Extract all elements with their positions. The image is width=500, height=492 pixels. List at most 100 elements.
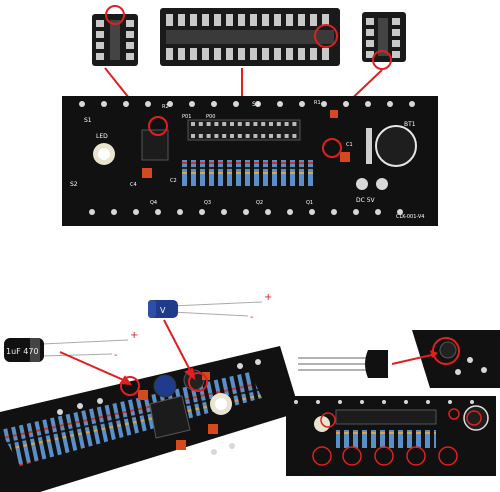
pcb-hole [255, 101, 261, 107]
socket-pin [245, 122, 250, 126]
label-c1: C1 [346, 142, 353, 148]
pcb-hole [316, 400, 320, 404]
label-s3: S3 [252, 101, 260, 108]
socket-pin [310, 14, 317, 26]
pcb-hole [155, 209, 161, 215]
pcb-hole [387, 101, 393, 107]
label-p00: P00 [206, 114, 215, 120]
pcb-hole [221, 209, 227, 215]
socket-pin [222, 122, 227, 126]
pcb-hole [343, 101, 349, 107]
socket-pin [238, 48, 245, 60]
pcb-board-angled [0, 346, 300, 492]
svg-text:+: + [264, 292, 272, 303]
pcb-hole [199, 209, 205, 215]
socket-pin [226, 48, 233, 60]
socket-pin [166, 14, 173, 26]
socket-pin [298, 48, 305, 60]
pointer-arrows-bottom-left [59, 319, 196, 386]
pcb-hole [177, 209, 183, 215]
socket-pin [191, 134, 195, 138]
socket-pin [222, 134, 227, 138]
pcb-hole [409, 101, 415, 107]
dip8-socket-right [362, 12, 406, 70]
pcb-hole [265, 209, 271, 215]
socket-pin [253, 122, 258, 126]
pcb-hole [397, 209, 403, 215]
socket-pin [198, 122, 203, 126]
pcb-hole [375, 209, 381, 215]
socket-pin [276, 122, 281, 126]
socket-pin [250, 14, 257, 26]
pcb-hole [79, 101, 85, 107]
socket-pin [269, 134, 273, 138]
pcb-hole [321, 101, 327, 107]
socket-pin [284, 134, 289, 138]
socket-pin [284, 122, 289, 126]
pcb-board-top: S1 S2 S3 LED R2 P01 P00 C4 C2 Q4 Q3 Q2 Q… [62, 96, 438, 226]
socket-pin [198, 134, 203, 138]
svg-text:+: + [130, 330, 138, 341]
label-q3: Q3 [204, 200, 211, 206]
socket-pin [202, 14, 209, 26]
label-bt1: BT1 [404, 121, 416, 128]
label-p01: P01 [182, 114, 191, 120]
pcb-hole [277, 101, 283, 107]
socket-pin [202, 48, 209, 60]
pcb-hole [294, 400, 298, 404]
pcb-hole [243, 209, 249, 215]
socket-pin [261, 122, 266, 126]
socket-pin [269, 122, 273, 126]
pcb-hole [111, 209, 117, 215]
socket-pin [214, 48, 221, 60]
pcb-hole [211, 101, 217, 107]
pcb-hole [309, 209, 315, 215]
pcb-hole [299, 101, 305, 107]
socket-pin [230, 134, 234, 138]
pcb-hole [167, 101, 173, 107]
socket-pin [245, 134, 250, 138]
label-s2: S2 [70, 181, 78, 188]
socket-pin [274, 48, 281, 60]
pcb-hole [338, 400, 342, 404]
label-r1: R1 [314, 100, 321, 106]
pcb-hole [331, 209, 337, 215]
label-dc: DC 5V [356, 197, 376, 204]
pcb-board-small [286, 396, 496, 476]
label-s1: S1 [84, 117, 92, 124]
label-c2: C2 [170, 178, 177, 184]
pcb-hole [360, 400, 364, 404]
svg-text:-: - [114, 350, 118, 361]
socket-pin [206, 134, 211, 138]
label-q1: Q1 [306, 200, 313, 206]
highlight-circle [372, 50, 392, 70]
socket-pin [237, 134, 242, 138]
pcb-hole [133, 209, 139, 215]
socket-pin [286, 48, 293, 60]
pcb-hole [189, 101, 195, 107]
electrolytic-capacitor-small: V + - [148, 292, 272, 323]
socket-pin [214, 14, 221, 26]
pcb-hole [448, 400, 452, 404]
highlight-circle [105, 5, 125, 25]
pcb-hole [233, 101, 239, 107]
socket-pin [262, 48, 269, 60]
socket-pin [190, 48, 197, 60]
socket-pin [292, 134, 297, 138]
socket-pin [166, 48, 173, 60]
highlight-circle [314, 24, 338, 48]
svg-text:1uF 470: 1uF 470 [6, 347, 39, 356]
socket-pin [214, 122, 219, 126]
label-q4: Q4 [150, 200, 157, 206]
socket-pin [238, 14, 245, 26]
pcb-hole [353, 209, 359, 215]
socket-pin [322, 14, 329, 26]
socket-pin [261, 134, 266, 138]
pcb-hole [470, 400, 474, 404]
socket-pin [250, 48, 257, 60]
pcb-hole [89, 209, 95, 215]
socket-pin [191, 122, 195, 126]
socket-pin [322, 48, 329, 60]
label-r2: R2 [162, 104, 169, 110]
pcb-hole [382, 400, 386, 404]
